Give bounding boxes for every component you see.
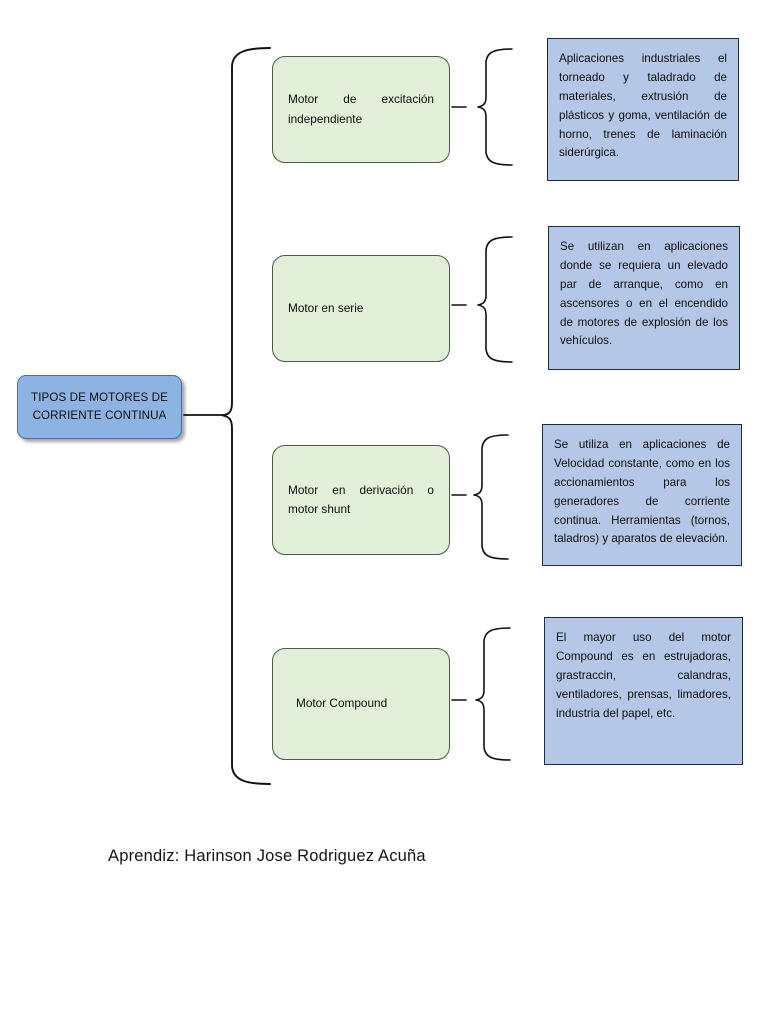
description-node-motor-en-serie[interactable]: Se utilizan en aplicaciones donde se req… [548,226,740,370]
branch-brace-icon-3 [451,434,509,560]
category-node-motor-derivacion-shunt[interactable]: Motor en derivación o motor shunt [272,445,450,555]
branch-brace-icon-1 [451,48,513,166]
footer-caption: Aprendiz: Harinson Jose Rodriguez Acuña [108,847,426,865]
category-node-label: Motor en serie [288,300,364,315]
description-node-motor-compound[interactable]: El mayor uso del motor Compound es en es… [544,617,743,765]
root-node-tipos-de-motores[interactable]: TIPOS DE MOTORES DE CORRIENTE CONTINUA [17,375,182,439]
category-node-label: Motor en derivación o motor shunt [288,482,434,516]
description-node-text: Se utilizan en aplicaciones donde se req… [560,240,728,348]
category-node-motor-excitacion-independiente[interactable]: Motor de excitación independiente [272,56,450,163]
root-node-label: TIPOS DE MOTORES DE CORRIENTE CONTINUA [31,391,168,422]
branch-brace-icon-2 [451,236,513,363]
description-node-text: El mayor uso del motor Compound es en es… [556,631,731,720]
branch-brace-icon-4 [451,627,511,761]
category-node-motor-en-serie[interactable]: Motor en serie [272,255,450,362]
category-node-label: Motor de excitación independiente [288,92,434,126]
main-brace-icon [183,47,271,785]
description-node-excitacion-independiente[interactable]: Aplicaciones industriales el torneado y … [547,38,739,181]
category-node-label: Motor Compound [296,696,388,711]
description-node-text: Aplicaciones industriales el torneado y … [559,52,727,160]
description-node-text: Se utiliza en aplicaciones de Velocidad … [554,438,730,546]
category-node-motor-compound[interactable]: Motor Compound [272,648,450,760]
description-node-motor-shunt[interactable]: Se utiliza en aplicaciones de Velocidad … [542,424,742,566]
